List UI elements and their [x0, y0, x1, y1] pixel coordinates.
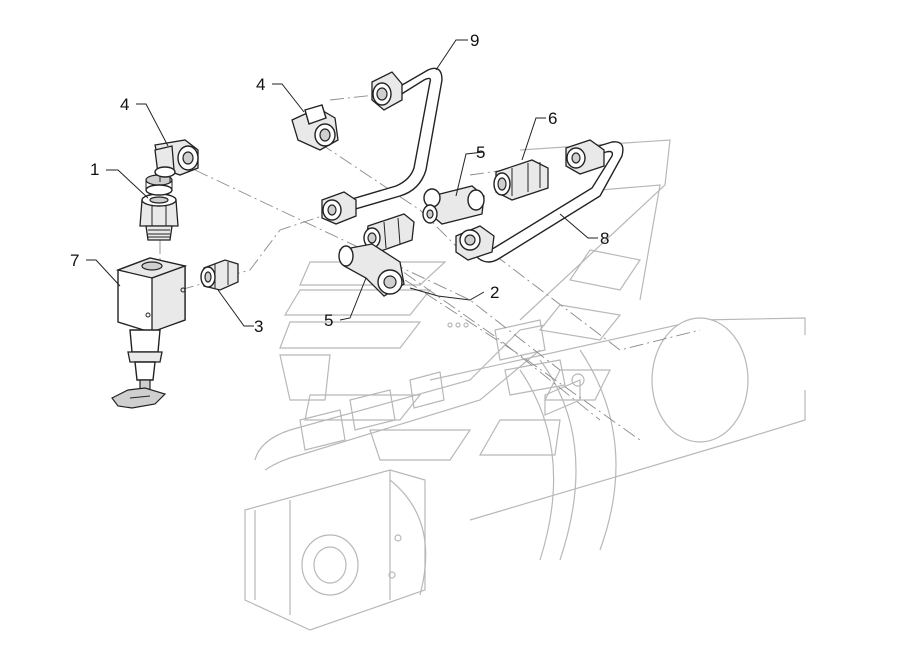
callout-7: 7 — [70, 251, 79, 270]
part-5-tee-upper — [422, 185, 485, 225]
callout-3: 3 — [254, 317, 263, 336]
part-9-bent-tube — [321, 67, 443, 225]
callout-1: 1 — [90, 160, 99, 179]
part-1-adapter — [139, 174, 179, 241]
callout-8: 8 — [600, 229, 609, 248]
part-3-connector — [200, 259, 239, 291]
callout-6: 6 — [548, 109, 557, 128]
callout-5-lower: 5 — [324, 311, 333, 330]
part-5-elbow-lower — [338, 243, 405, 297]
part-6-union — [493, 159, 549, 201]
callout-4-top: 4 — [256, 75, 265, 94]
callout-labels: 1 2 3 4 4 5 5 6 7 8 9 — [70, 31, 609, 336]
part-4-elbow-top — [291, 104, 339, 151]
leader-lines — [86, 39, 598, 327]
callout-2: 2 — [490, 283, 499, 302]
callout-9: 9 — [470, 31, 479, 50]
part-7-valve-block — [111, 257, 188, 409]
ghost-machine-assembly — [244, 139, 806, 631]
part-4-elbow-left — [154, 139, 199, 182]
callout-4-left: 4 — [120, 95, 129, 114]
part-8-bent-tube — [455, 139, 624, 263]
callout-5-upper: 5 — [476, 143, 485, 162]
